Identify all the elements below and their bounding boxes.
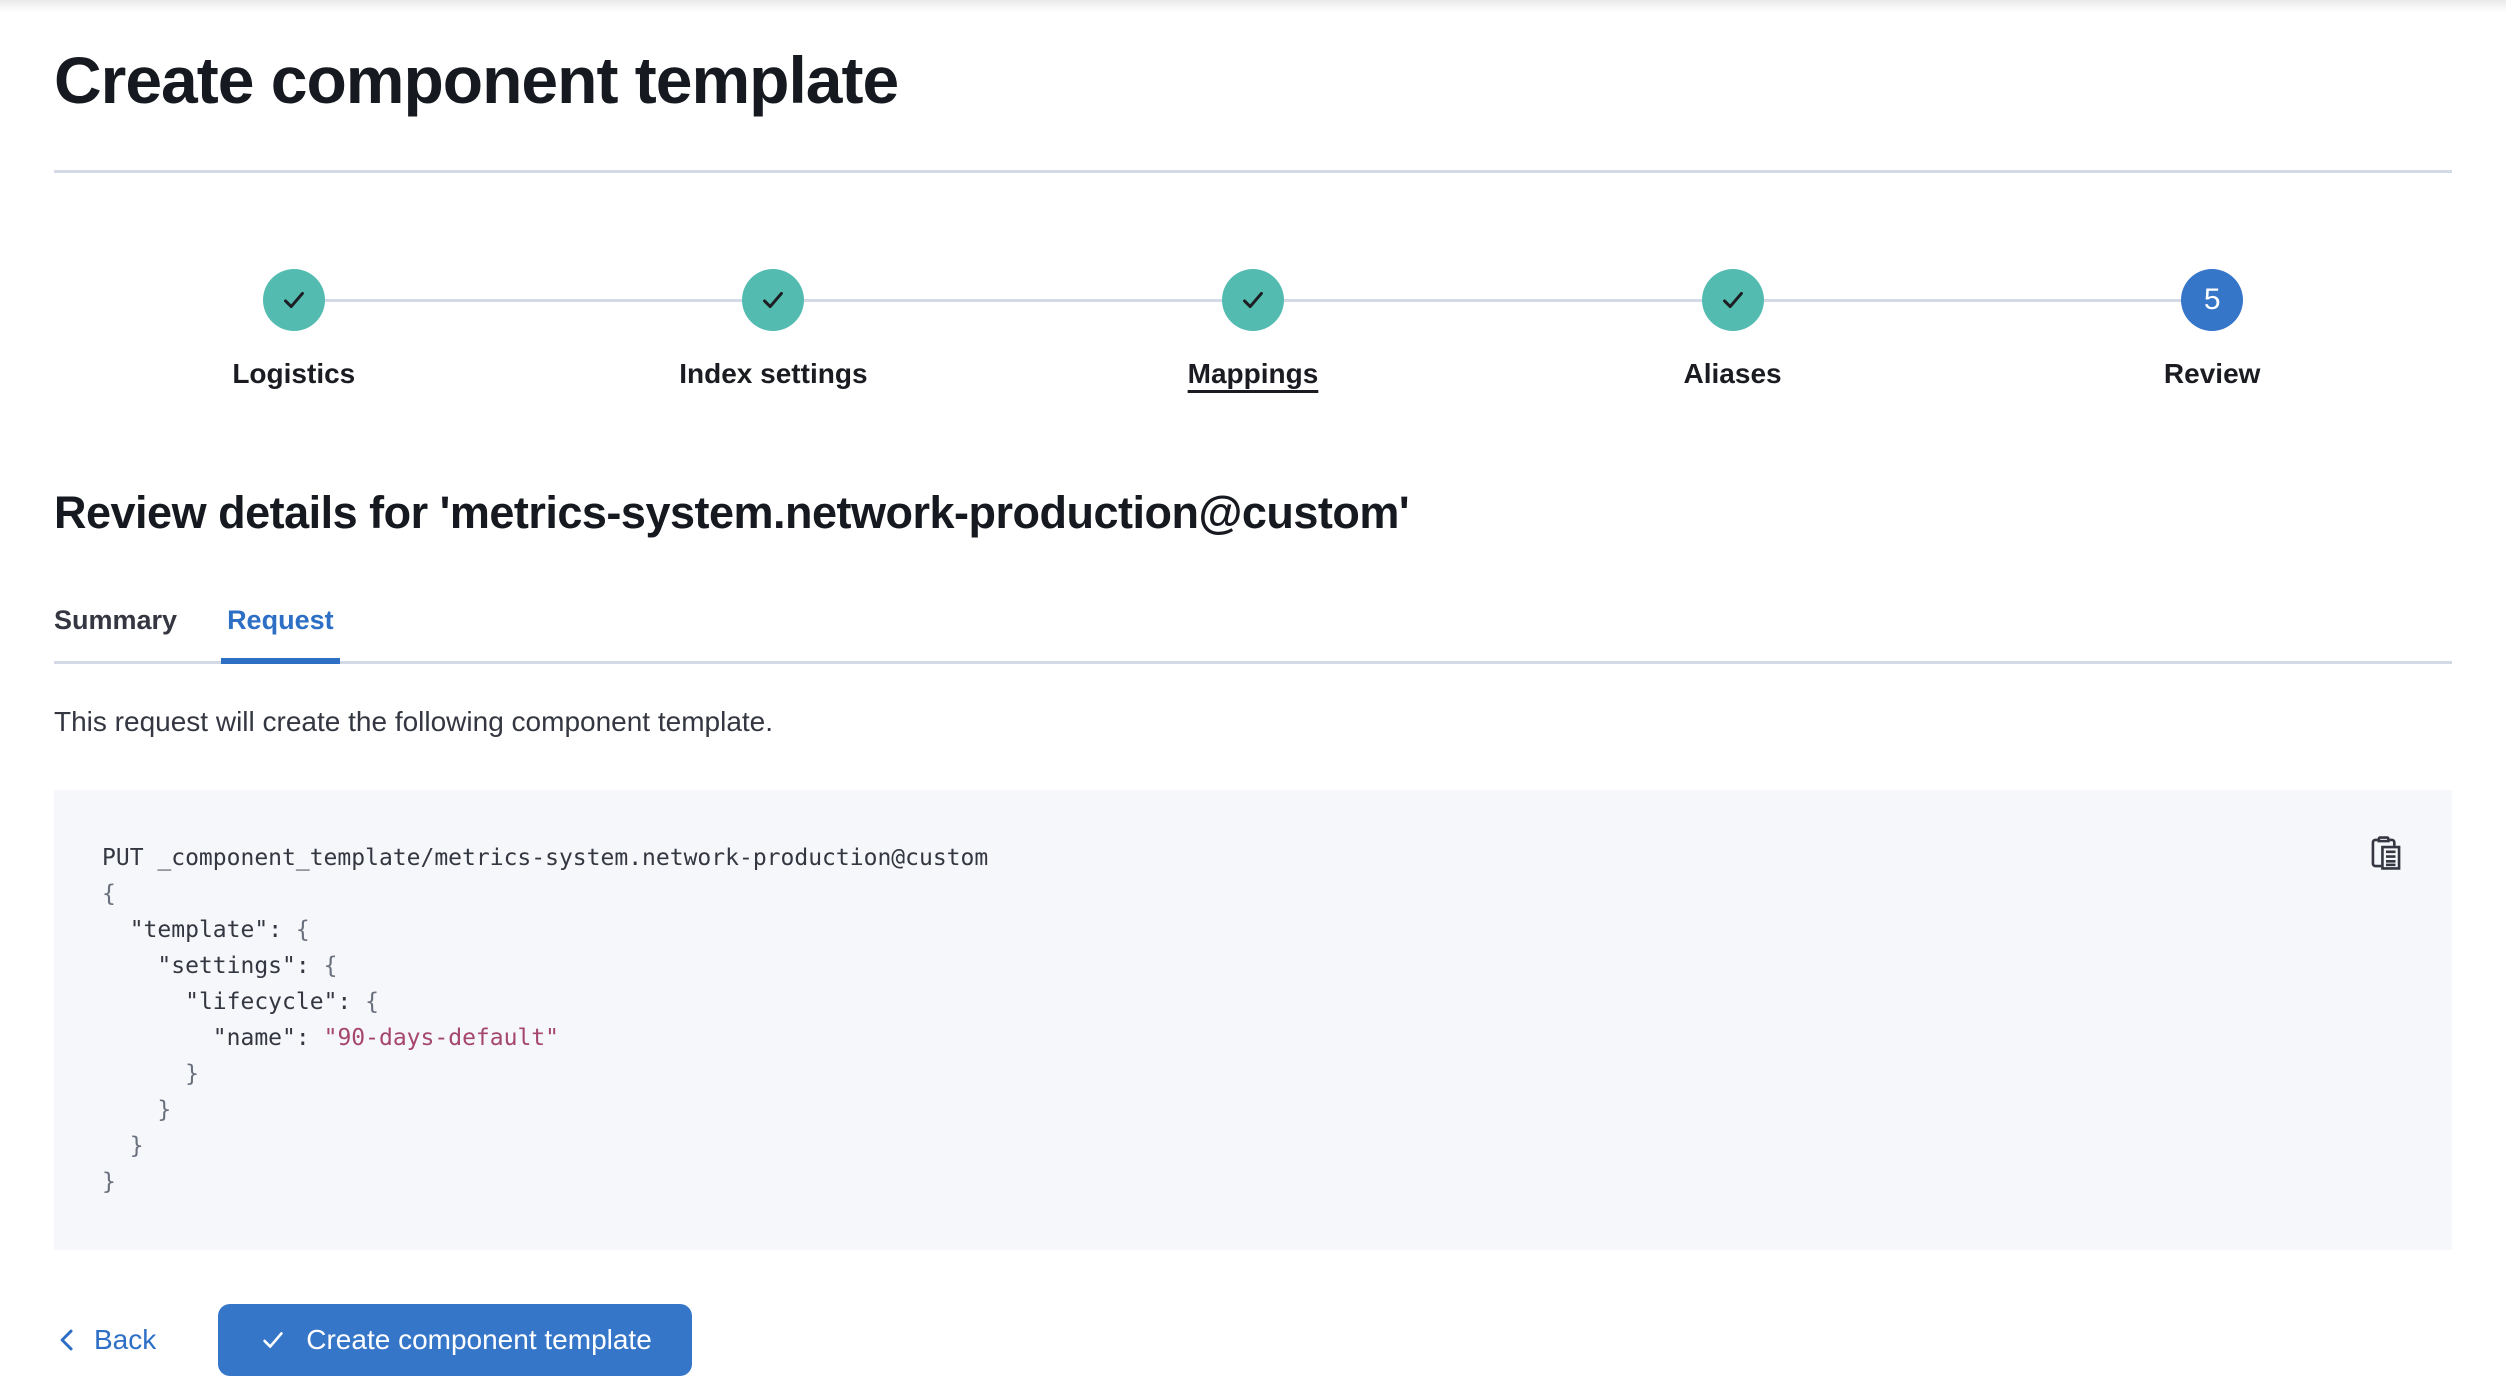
review-tabs: Summary Request [54,605,2452,664]
check-icon [1243,291,1263,309]
step-index-settings[interactable]: Index settings [533,269,1014,390]
step-complete-circle [262,269,325,331]
tab-request[interactable]: Request [221,605,340,664]
copy-button[interactable] [2366,834,2406,874]
code-line: PUT _component_template/metrics-system.n… [102,845,989,871]
page-title: Create component template [54,43,899,117]
code-line: "lifecycle": { [185,989,379,1015]
check-icon [763,291,784,309]
code-line: "name": "90-days-default" [212,1025,559,1051]
step-number: 5 [2203,283,2221,316]
review-details-heading: Review details for 'metrics-system.netwo… [54,487,1410,538]
create-component-template-button[interactable]: Create component template [218,1304,692,1376]
code-line: } [102,1133,144,1159]
step-label: Logistics [232,358,356,389]
back-button[interactable]: Back [54,1324,156,1356]
step-current-circle: 5 [2181,269,2244,331]
step-complete-circle [1221,269,1284,331]
step-review[interactable]: 5 Review [1972,269,2452,390]
step-label: Index settings [679,358,868,389]
check-icon [1722,291,1743,309]
tab-summary[interactable]: Summary [54,605,178,635]
step-label: Mappings [1187,358,1319,389]
create-component-template-page: Create component template Logistics Inde… [0,42,2506,1376]
request-code-block: PUT _component_template/metrics-system.n… [54,790,2452,1250]
step-label: Aliases [1683,358,1782,389]
request-description: This request will create the following c… [54,706,774,737]
step-mappings[interactable]: Mappings [1013,269,1493,390]
step-label: Review [2163,358,2261,389]
check-icon [283,291,304,309]
horizontal-steps: Logistics Index settings Mappings Aliase… [54,269,2452,390]
step-complete-circle [1701,269,1764,331]
check-icon [263,1332,283,1348]
code-line: "template": { [129,917,310,943]
back-button-label: Back [94,1324,157,1355]
copy-clipboard-icon [2371,836,2401,870]
request-code: PUT _component_template/metrics-system.n… [102,840,2404,1200]
code-line: "settings": { [157,953,338,979]
code-line: { [102,881,116,907]
chevron-left-icon [60,1329,73,1351]
code-line: } [102,1169,116,1195]
step-complete-circle [742,269,805,331]
step-aliases[interactable]: Aliases [1492,269,1973,390]
title-divider [54,170,2452,173]
wizard-footer: Back Create component template [54,1304,2452,1376]
step-logistics[interactable]: Logistics [54,269,534,390]
code-line: } [102,1061,199,1087]
code-line: } [102,1097,172,1123]
create-button-label: Create component template [306,1324,652,1355]
top-edge-shadow [0,0,2506,12]
